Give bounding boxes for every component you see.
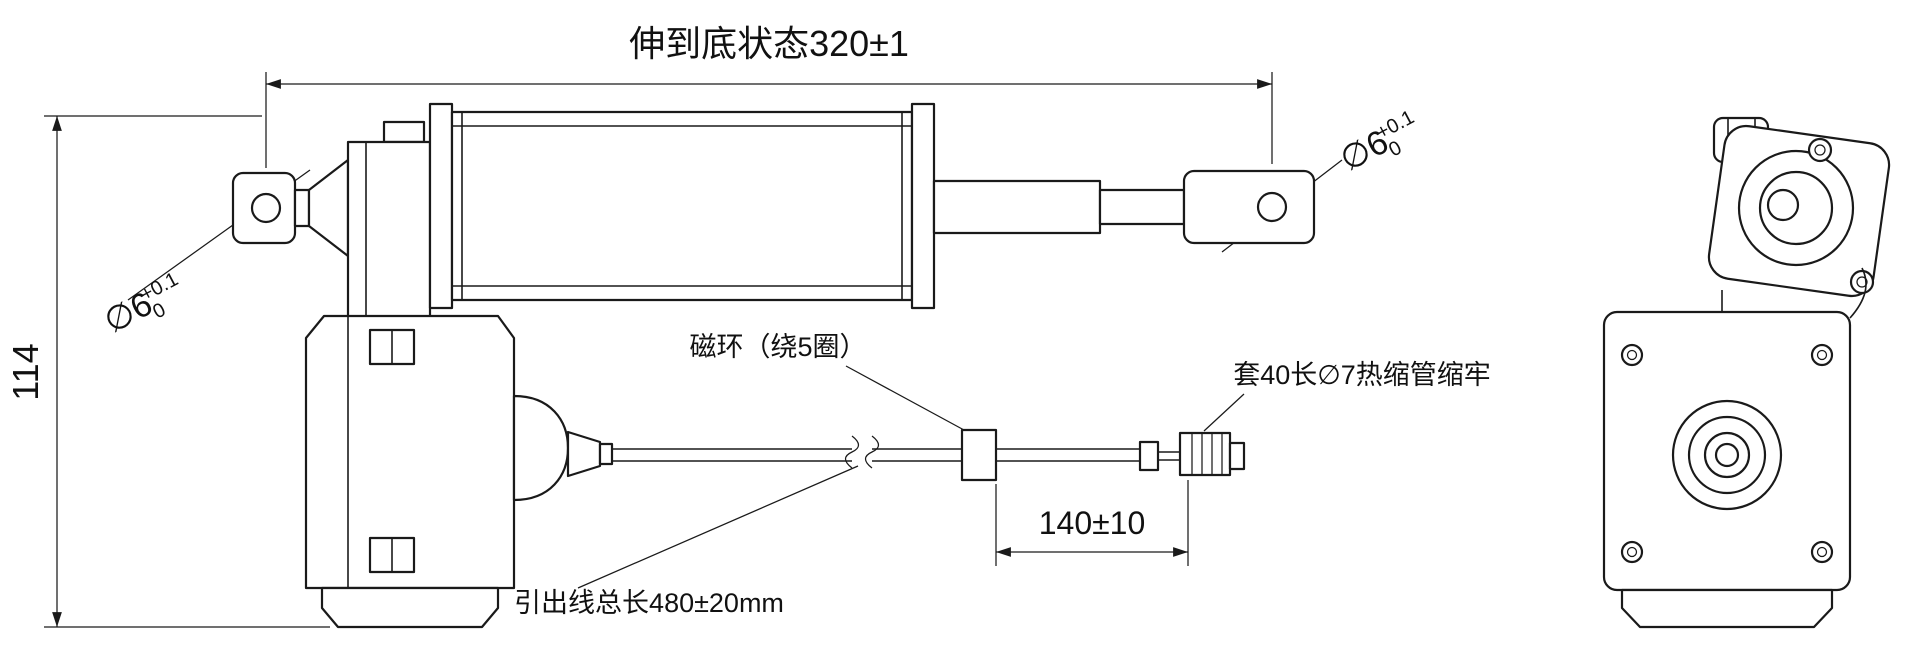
side-corner-hole-inner xyxy=(1816,546,1828,558)
motor-base xyxy=(320,586,500,629)
side-corner-hole-inner xyxy=(1626,349,1638,361)
side-bolt-top-inner xyxy=(1814,144,1826,156)
cable-assembly xyxy=(612,428,1246,482)
connector-tip xyxy=(1228,441,1246,471)
cable-crimp-step xyxy=(1138,440,1160,472)
dimension-wire-segment: 140±10 xyxy=(995,480,1189,566)
main-view xyxy=(127,102,1343,629)
wire-segment-text: 140±10 xyxy=(1039,505,1146,541)
overall-length-text: 伸到底状态320±1 xyxy=(629,23,909,64)
cable-gland-cone xyxy=(566,430,602,478)
cylinder-tube xyxy=(450,110,914,302)
side-corner-hole xyxy=(1810,343,1834,367)
heat-shrink-callout: 套40长∅7热缩管缩牢 xyxy=(1203,360,1491,432)
magnet-ring-text: 磁环（绕5圈） xyxy=(689,332,866,362)
leader-line xyxy=(577,465,859,589)
leader-line xyxy=(845,365,965,431)
cylinder-right-plate xyxy=(910,102,936,310)
wire-length-callout: 引出线总长480±20mm xyxy=(514,465,859,618)
rod-thin-section xyxy=(1098,188,1186,226)
side-bolt-top xyxy=(1807,137,1833,163)
side-bracket-curve xyxy=(1849,267,1867,319)
side-corner-hole xyxy=(1620,540,1644,564)
side-corner-hole xyxy=(1810,540,1834,564)
wire-length-text: 引出线总长480±20mm xyxy=(514,588,784,618)
cylinder-left-plate xyxy=(428,102,454,310)
side-clevis-hole xyxy=(1766,188,1800,222)
side-motor-base xyxy=(1620,588,1834,629)
left-clevis-hole xyxy=(250,192,282,224)
left-clevis-neck xyxy=(293,188,311,228)
gearbox-block xyxy=(346,140,432,320)
magnet-ring xyxy=(960,428,998,482)
side-bolt-right xyxy=(1849,269,1875,295)
dimension-overall-length: 伸到底状态320±1 xyxy=(265,23,1273,168)
heat-shrink-text: 套40长∅7热缩管缩牢 xyxy=(1233,360,1491,390)
motor-housing xyxy=(304,314,516,590)
right-clevis-hole xyxy=(1256,191,1288,223)
cable-break-mark-left xyxy=(844,435,860,469)
magnet-ring-callout: 磁环（绕5圈） xyxy=(689,332,965,431)
gearbox-top-cap xyxy=(382,120,426,144)
right-clevis xyxy=(1182,169,1316,245)
side-corner-hole-inner xyxy=(1816,349,1828,361)
piston-rod xyxy=(932,179,1102,235)
side-view xyxy=(1602,116,1891,629)
leader-line xyxy=(1203,393,1245,432)
height-text: 114 xyxy=(5,343,46,400)
dimension-height: 114 xyxy=(5,115,330,628)
side-shaft-center xyxy=(1714,442,1740,468)
cable-gland-nut xyxy=(598,442,614,466)
side-bolt-right-inner xyxy=(1856,276,1868,288)
side-corner-hole xyxy=(1620,343,1644,367)
cable-break-mark-right xyxy=(864,435,880,469)
side-corner-hole-inner xyxy=(1626,546,1638,558)
